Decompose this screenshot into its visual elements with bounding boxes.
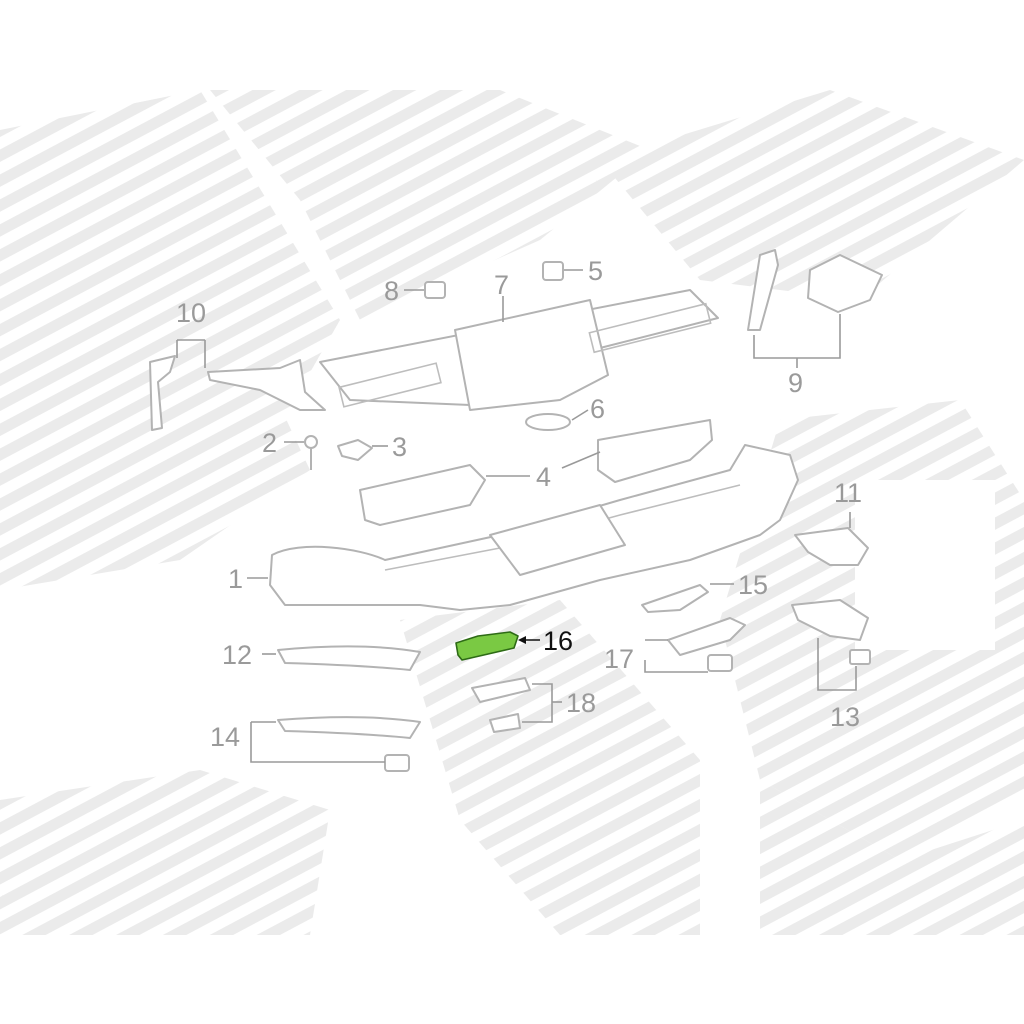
callout-8: 8 [384, 276, 399, 306]
part-11-bracket[interactable] [794, 512, 869, 566]
part-4-brackets[interactable] [359, 419, 713, 526]
callout-17: 17 [604, 644, 634, 674]
callout-4: 4 [536, 462, 551, 492]
part-5-clip[interactable] [542, 261, 583, 281]
callout-18: 18 [566, 688, 596, 718]
part-7-step-pad[interactable] [319, 289, 719, 411]
callout-16: 16 [543, 626, 573, 656]
part-9-brackets[interactable] [747, 249, 883, 368]
part-6-plug[interactable] [525, 409, 589, 431]
callout-1: 1 [228, 564, 243, 594]
watermark-logo [0, 90, 1024, 935]
part-15-bracket[interactable] [641, 583, 734, 613]
part-17-bracket[interactable] [644, 617, 746, 673]
part-14-trim[interactable] [250, 716, 421, 772]
callout-11: 11 [834, 478, 862, 508]
callout-3: 3 [392, 432, 407, 462]
part-13-bracket[interactable] [791, 599, 871, 691]
part-2-bolt[interactable] [284, 435, 318, 470]
callout-12: 12 [222, 640, 252, 670]
callout-labels: 1 2 3 4 5 6 7 8 9 10 11 12 13 14 15 16 1… [176, 256, 862, 752]
part-16-bracket-highlighted[interactable] [455, 631, 540, 661]
callout-14: 14 [210, 722, 240, 752]
callout-2: 2 [262, 428, 277, 458]
callout-10: 10 [176, 298, 206, 328]
part-3-nut[interactable] [337, 439, 388, 461]
part-18-brackets[interactable] [471, 677, 562, 733]
part-8-clip[interactable] [404, 281, 446, 299]
part-1-bumper[interactable] [247, 444, 799, 611]
part-10-brackets[interactable] [149, 339, 326, 431]
callout-5: 5 [588, 256, 603, 286]
callout-9: 9 [788, 368, 803, 398]
callout-13: 13 [830, 702, 860, 732]
callout-7: 7 [494, 270, 509, 300]
part-12-trim[interactable] [262, 645, 421, 671]
callout-6: 6 [590, 394, 605, 424]
callout-15: 15 [738, 570, 768, 600]
